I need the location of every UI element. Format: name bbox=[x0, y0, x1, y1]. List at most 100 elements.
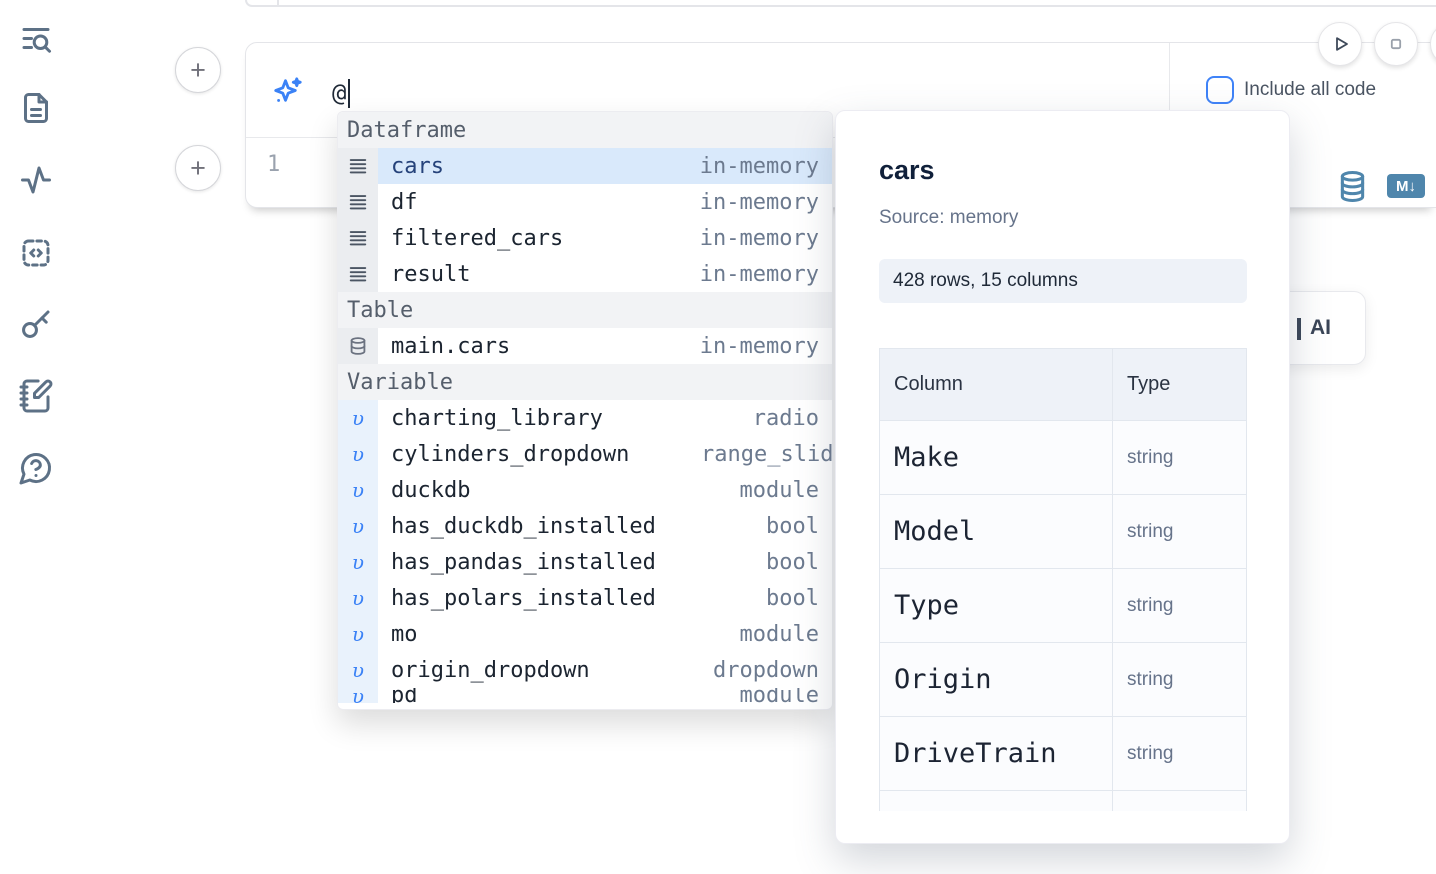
schema-column-name: Make bbox=[879, 420, 1113, 495]
item-icon-gutter: υ bbox=[338, 580, 378, 616]
dataframe-icon bbox=[349, 231, 367, 246]
add-cell-below-button[interactable]: + bbox=[175, 145, 221, 191]
item-type: module bbox=[739, 688, 819, 703]
dataframe-icon bbox=[349, 267, 367, 282]
schema-row-partial bbox=[879, 790, 1247, 811]
item-type: bool bbox=[766, 585, 819, 611]
item-type: in-memory bbox=[699, 261, 819, 287]
item-type: in-memory bbox=[699, 333, 819, 359]
item-type: module bbox=[739, 477, 819, 503]
schema-header-cell: Type bbox=[1112, 348, 1247, 421]
prompt-text: @ bbox=[332, 79, 347, 107]
file-icon[interactable] bbox=[18, 90, 54, 126]
notebook-pen-icon[interactable] bbox=[18, 378, 54, 414]
variable-icon: υ bbox=[351, 550, 365, 574]
text-caret bbox=[348, 78, 351, 108]
clipped-letter bbox=[1297, 318, 1301, 340]
markdown-icon[interactable]: M↓ bbox=[1387, 174, 1425, 198]
include-all-code-label: Include all code bbox=[1244, 79, 1377, 100]
autocomplete-item-duckdb[interactable]: υ duckdb module bbox=[338, 472, 832, 508]
code-square-icon[interactable] bbox=[18, 235, 54, 271]
schema-column-type: string bbox=[1112, 716, 1247, 791]
item-icon-gutter bbox=[338, 220, 378, 256]
item-icon-gutter: υ bbox=[338, 652, 378, 688]
dataframe-icon bbox=[349, 159, 367, 174]
autocomplete-item-main.cars[interactable]: main.cars in-memory bbox=[338, 328, 832, 364]
ai-card-label: AI bbox=[1310, 316, 1331, 339]
item-type: range_slider bbox=[701, 441, 832, 467]
line-number: 1 bbox=[267, 152, 281, 177]
item-name: duckdb bbox=[391, 477, 471, 503]
item-name: result bbox=[391, 261, 471, 287]
item-name: charting_library bbox=[391, 405, 603, 431]
database-icon[interactable] bbox=[1337, 170, 1368, 203]
item-icon-gutter bbox=[338, 184, 378, 220]
autocomplete-section-header: Table bbox=[338, 292, 832, 328]
sidebar bbox=[0, 0, 72, 874]
item-type: radio bbox=[752, 405, 819, 431]
variable-icon: υ bbox=[351, 442, 365, 466]
ai-prompt-input[interactable]: @ bbox=[332, 73, 1032, 113]
item-type: in-memory bbox=[699, 189, 819, 215]
item-name: has_duckdb_installed bbox=[391, 513, 656, 539]
schema-column-type: string bbox=[1112, 568, 1247, 643]
key-icon[interactable] bbox=[18, 306, 54, 342]
item-icon-gutter: υ bbox=[338, 616, 378, 652]
shape-badge: 428 rows, 15 columns bbox=[879, 259, 1247, 303]
item-icon-gutter bbox=[338, 148, 378, 184]
item-icon-gutter bbox=[338, 328, 378, 364]
stop-button[interactable] bbox=[1374, 22, 1418, 66]
dataframe-preview-panel: cars Source: memory 428 rows, 15 columns… bbox=[835, 110, 1290, 844]
run-cell-button[interactable] bbox=[1318, 22, 1362, 66]
ai-sparkle-icon bbox=[269, 74, 305, 110]
autocomplete-section-header: Dataframe bbox=[338, 112, 832, 148]
item-name: cylinders_dropdown bbox=[391, 441, 630, 467]
item-name: df bbox=[391, 189, 418, 215]
item-icon-gutter: υ bbox=[338, 472, 378, 508]
item-name: has_polars_installed bbox=[391, 585, 656, 611]
help-circle-icon[interactable] bbox=[18, 450, 54, 486]
autocomplete-item-df[interactable]: df in-memory bbox=[338, 184, 832, 220]
autocomplete-section-header: Variable bbox=[338, 364, 832, 400]
item-icon-gutter: υ bbox=[338, 544, 378, 580]
list-search-icon[interactable] bbox=[18, 22, 54, 58]
schema-header-cell: Column bbox=[879, 348, 1113, 421]
add-cell-above-button[interactable]: + bbox=[175, 47, 221, 93]
variable-icon: υ bbox=[351, 406, 365, 430]
table-db-icon bbox=[350, 337, 366, 355]
preview-source: Source: memory bbox=[879, 207, 1019, 228]
variable-icon: υ bbox=[351, 586, 365, 610]
autocomplete-item-charting_library[interactable]: υ charting_library radio bbox=[338, 400, 832, 436]
autocomplete-item-has_polars_installed[interactable]: υ has_polars_installed bool bbox=[338, 580, 832, 616]
variable-icon: υ bbox=[351, 688, 365, 703]
schema-column-name: Model bbox=[879, 494, 1113, 569]
item-name: main.cars bbox=[391, 333, 511, 359]
item-icon-gutter: υ bbox=[338, 400, 378, 436]
schema-column-name: DriveTrain bbox=[879, 716, 1113, 791]
item-name: has_pandas_installed bbox=[391, 549, 656, 575]
item-icon-gutter: υ bbox=[338, 436, 378, 472]
autocomplete-item-result[interactable]: result in-memory bbox=[338, 256, 832, 292]
variable-icon: υ bbox=[351, 658, 365, 682]
item-type: in-memory bbox=[699, 153, 819, 179]
item-icon-gutter bbox=[338, 256, 378, 292]
include-all-code-checkbox[interactable] bbox=[1206, 76, 1234, 104]
variable-icon: υ bbox=[351, 478, 365, 502]
variable-icon: υ bbox=[351, 622, 365, 646]
activity-icon[interactable] bbox=[18, 162, 54, 198]
autocomplete-item-cylinders_dropdown[interactable]: υ cylinders_dropdown range_slider bbox=[338, 436, 832, 472]
